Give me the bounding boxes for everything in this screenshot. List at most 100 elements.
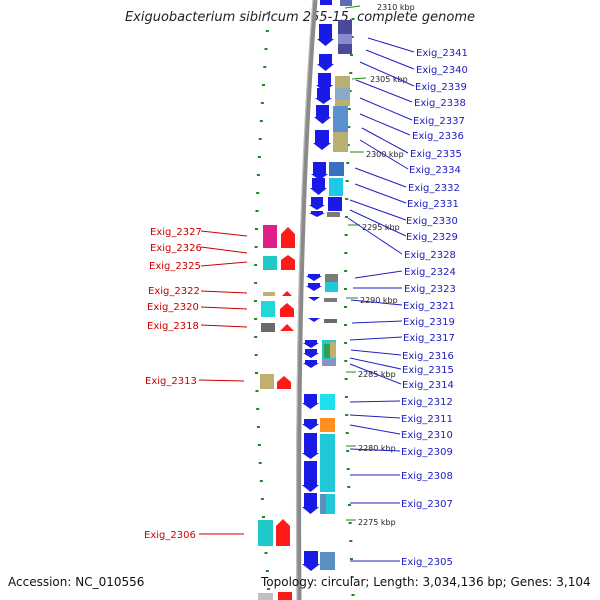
gene-arrow xyxy=(317,54,334,71)
domain-block xyxy=(330,342,336,358)
track-dot xyxy=(344,252,348,254)
track-dot xyxy=(255,210,259,212)
accession-label: Accession: NC_010556 xyxy=(8,575,145,589)
domain-block xyxy=(324,319,337,323)
gene-arrow xyxy=(281,255,295,270)
domain-block xyxy=(261,323,275,332)
track-dot xyxy=(267,588,271,590)
gene-arrow xyxy=(313,130,331,150)
gene-label: Exig_2322 xyxy=(148,286,200,297)
gene-arrow xyxy=(306,283,322,291)
gene-label: Exig_2323 xyxy=(404,284,456,295)
kbp-tick: 2290 kbp xyxy=(360,296,398,305)
kbp-tick: 2280 kbp xyxy=(358,444,396,453)
gene-arrow xyxy=(302,419,319,430)
topology-label: Topology: circular; Length: 3,034,136 bp… xyxy=(261,575,591,589)
domain-block xyxy=(261,301,275,317)
track-dot xyxy=(257,156,261,158)
gene-arrow xyxy=(314,105,331,124)
domain-block xyxy=(329,162,344,176)
domain-block xyxy=(327,212,340,217)
track-dot xyxy=(264,48,268,50)
track-dot xyxy=(254,264,258,266)
track-dot xyxy=(265,30,269,32)
track-dot xyxy=(347,108,351,110)
track-dot xyxy=(351,594,355,596)
track-dot xyxy=(351,18,355,20)
domain-block xyxy=(329,178,343,196)
track-dot xyxy=(345,198,349,200)
gene-arrow xyxy=(308,297,320,301)
gene-label: Exig_2315 xyxy=(402,365,454,376)
minus-label-connectors xyxy=(347,37,415,562)
domain-block xyxy=(263,292,275,296)
gene-arrow xyxy=(302,394,319,409)
track-dot xyxy=(257,444,261,446)
track-dot xyxy=(346,162,350,164)
track-dot xyxy=(344,360,348,362)
genome-backbone xyxy=(296,0,318,600)
track-dot xyxy=(344,216,348,218)
gene-arrow xyxy=(280,324,294,331)
domain-block xyxy=(338,34,352,44)
track-dot xyxy=(256,192,260,194)
track-dot xyxy=(349,72,353,74)
domain-block xyxy=(333,106,348,132)
gene-label: Exig_2327 xyxy=(150,227,202,238)
gene-label: Exig_2306 xyxy=(144,530,196,541)
gene-label: Exig_2336 xyxy=(412,131,464,142)
track-dot xyxy=(259,480,263,482)
gene-arrow xyxy=(303,360,319,368)
track-dot xyxy=(345,414,349,416)
track-dot xyxy=(347,126,351,128)
track-dot xyxy=(347,504,351,506)
track-dot xyxy=(259,120,263,122)
gene-arrow xyxy=(308,318,320,322)
gene-arrow xyxy=(277,376,291,389)
gene-label: Exig_2305 xyxy=(401,557,453,568)
track-dot xyxy=(258,462,262,464)
domain-block xyxy=(320,434,335,460)
domain-block xyxy=(335,88,350,100)
gene-arrow xyxy=(316,73,333,92)
domain-block xyxy=(258,520,273,546)
plus-strand-domains xyxy=(258,225,277,600)
track-dot xyxy=(344,396,348,398)
domain-block xyxy=(263,256,277,270)
track-dot xyxy=(345,180,349,182)
track-dot xyxy=(350,558,353,560)
plus-label-connectors xyxy=(198,230,248,535)
gene-label: Exig_2311 xyxy=(401,414,453,425)
kbp-tick: 2275 kbp xyxy=(358,518,396,527)
gene-arrow xyxy=(302,493,319,514)
plus-strand-genes xyxy=(276,227,295,600)
gene-arrow xyxy=(302,551,320,571)
gene-arrow xyxy=(280,303,294,317)
minus-strand-genes xyxy=(302,0,334,571)
track-dot xyxy=(254,300,257,302)
track-dot xyxy=(344,306,347,308)
track-dot xyxy=(255,390,259,392)
gene-label: Exig_2331 xyxy=(407,199,459,210)
gene-arrow xyxy=(310,178,327,195)
kbp-tick: 2305 kbp xyxy=(370,75,408,84)
gene-arrow xyxy=(282,291,292,296)
gene-arrow xyxy=(302,461,319,492)
track-dot xyxy=(346,468,350,470)
track-dot xyxy=(255,372,258,374)
gene-label: Exig_2320 xyxy=(147,302,199,313)
gene-label: Exig_2340 xyxy=(416,65,468,76)
minus-gene-labels: Exig_2341 Exig_2340 Exig_2339 Exig_2338 … xyxy=(401,48,468,568)
gene-arrow xyxy=(276,519,290,546)
domain-block xyxy=(260,374,274,389)
track-dot xyxy=(346,144,350,146)
gene-label: Exig_2321 xyxy=(403,301,455,312)
gene-arrow xyxy=(320,0,332,5)
track-dot xyxy=(344,288,347,290)
gene-arrow xyxy=(303,340,319,348)
domain-block xyxy=(324,298,337,302)
domain-block xyxy=(322,360,336,366)
gene-label: Exig_2326 xyxy=(150,243,202,254)
minus-track-dots xyxy=(344,18,355,596)
